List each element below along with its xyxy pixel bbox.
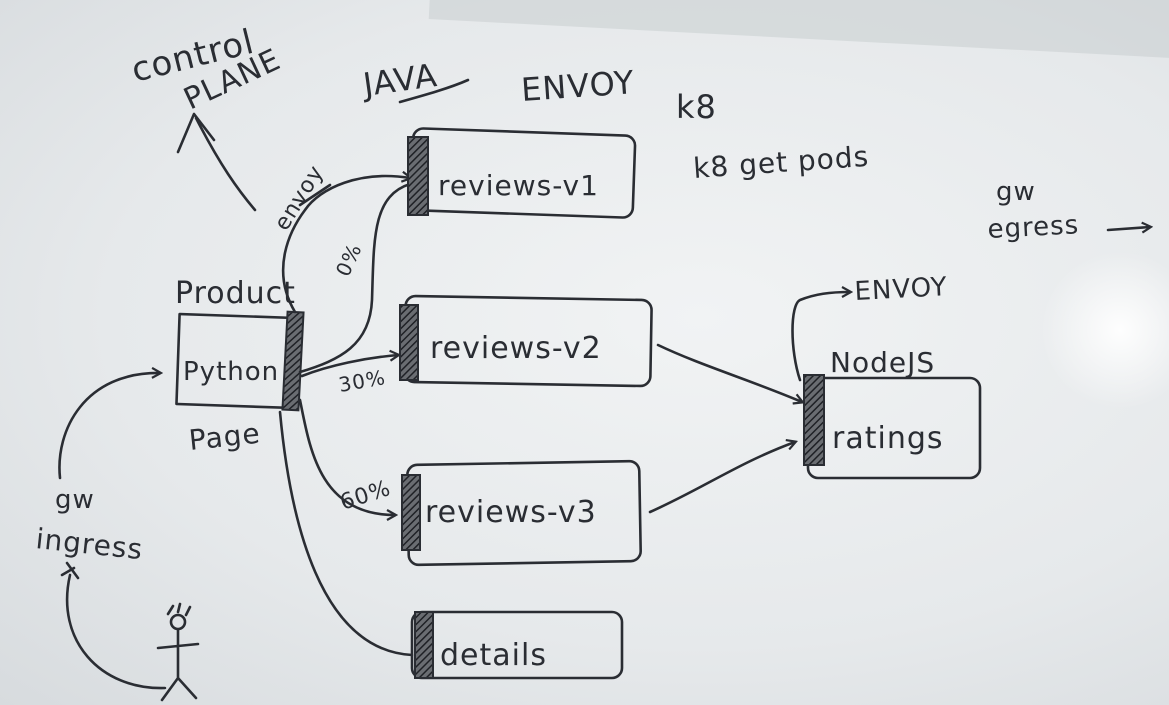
reviews-v2-envoy-sidecar — [399, 304, 419, 381]
edge-productpage-to-details — [278, 410, 414, 657]
envoy-sidecar-label: envoy — [270, 161, 329, 235]
gw-ingress-label-1: gw — [55, 485, 95, 515]
user-to-ingress-line — [65, 573, 167, 690]
ingress-arrow-tick — [60, 561, 80, 580]
productpage-envoy-sidecar — [281, 310, 305, 412]
gw-egress-label-1: gw — [996, 177, 1036, 207]
details-envoy-sidecar — [414, 611, 434, 679]
edge-productpage-to-reviews-v2 — [300, 355, 398, 378]
envoy-underline — [298, 183, 332, 207]
details-box — [410, 610, 624, 680]
k8-label: k8 — [676, 88, 717, 126]
reviews-v3-envoy-sidecar — [401, 474, 421, 551]
page-label: Page — [187, 417, 262, 457]
weight-reviews-v1: 0% — [331, 239, 367, 280]
reviews-v3-label: reviews-v3 — [425, 495, 597, 530]
nodejs-label: NodeJS — [830, 346, 935, 379]
ratings-label: ratings — [832, 421, 944, 456]
python-label: Python — [183, 357, 279, 387]
gw-egress-arrow — [1106, 227, 1150, 230]
light-glare — [1040, 250, 1169, 410]
edge-productpage-to-reviews-v1 — [298, 182, 412, 374]
ingress-to-productpage-arrow — [58, 373, 160, 480]
edge-productpage-to-reviews-v3 — [298, 398, 395, 515]
control-plane-label: control PLANE — [128, 22, 287, 118]
user-stick-figure — [156, 602, 200, 702]
details-label: details — [440, 638, 547, 673]
envoy-right-label: ENVOY — [854, 272, 949, 307]
weight-reviews-v2: 30% — [337, 365, 388, 397]
ratings-to-envoy-arrow — [791, 292, 851, 382]
edge-productpage-to-reviews-v1-upper — [281, 176, 410, 314]
envoy-top-label: ENVOY — [520, 63, 636, 109]
product-label: Product — [175, 276, 296, 311]
gw-egress-label-2: egress — [987, 210, 1080, 245]
edge-reviews-v3-to-ratings — [648, 442, 795, 514]
reviews-v1-label: reviews-v1 — [438, 169, 599, 202]
reviews-v1-envoy-sidecar — [407, 136, 429, 216]
gw-ingress-label-2: ingress — [34, 522, 144, 566]
reviews-v2-label: reviews-v2 — [430, 331, 602, 366]
k8-get-pods-label: k8 get pods — [692, 140, 870, 185]
edge-reviews-v2-to-ratings — [656, 343, 802, 402]
java-underline — [398, 78, 470, 104]
control-plane-arrow-line — [194, 116, 257, 212]
ratings-envoy-sidecar — [803, 374, 825, 466]
java-label: JAVA — [359, 56, 440, 104]
control-plane-arrow-head — [176, 112, 216, 154]
